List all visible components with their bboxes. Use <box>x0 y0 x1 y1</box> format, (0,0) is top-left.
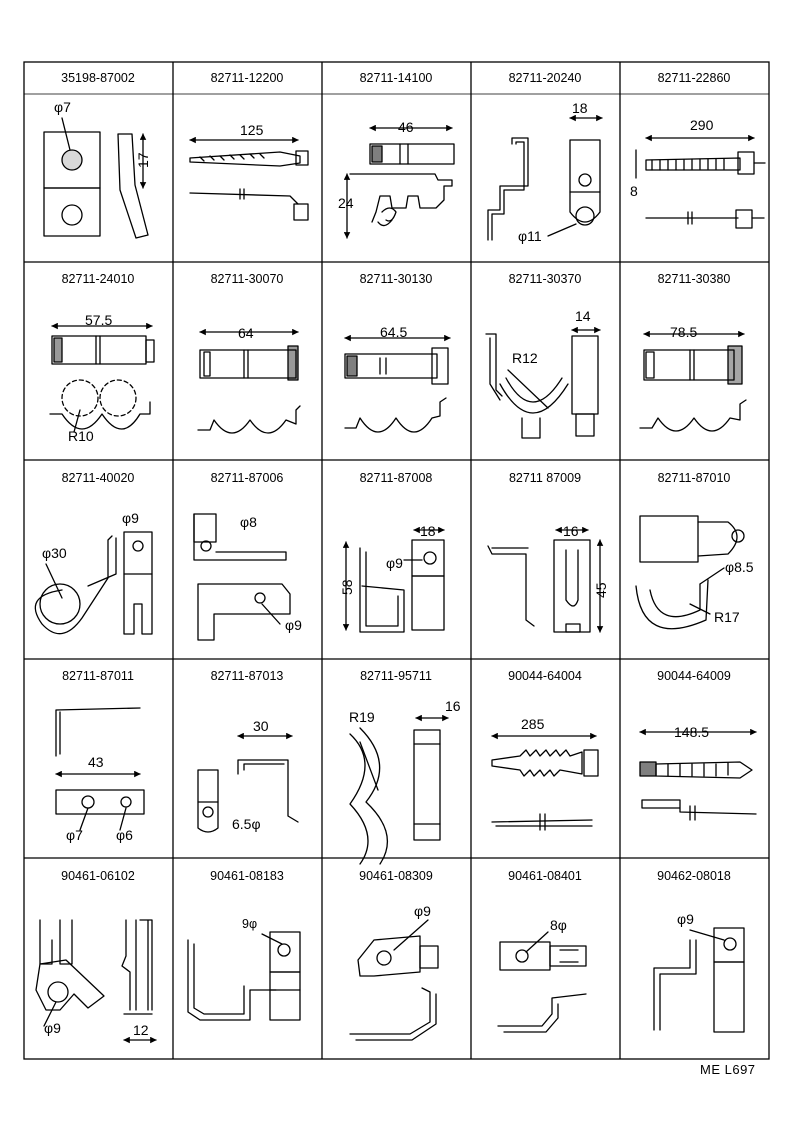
part-drawing <box>197 328 301 434</box>
part-drawing <box>189 136 309 221</box>
part-number: 82711-24010 <box>62 272 135 286</box>
part-number: 82711 87009 <box>509 471 581 485</box>
part-drawing <box>35 919 157 1044</box>
dimension-label: R17 <box>714 609 740 625</box>
part-drawing <box>349 714 449 865</box>
part-drawing <box>485 326 601 439</box>
dimension-label: 8φ <box>550 917 567 933</box>
part-drawing <box>343 124 455 239</box>
dimension-label: 9φ <box>242 917 257 931</box>
dimension-label: 290 <box>690 117 714 133</box>
part-drawing <box>43 117 149 239</box>
part-number: 90044-64009 <box>657 669 731 683</box>
dimension-label: 64 <box>238 325 254 341</box>
part-number: 82711-30380 <box>658 272 731 286</box>
part-number: 90461-08401 <box>508 869 582 883</box>
part-number: 90461-08183 <box>210 869 284 883</box>
parts-grid <box>23 61 770 1060</box>
dimension-label: φ9 <box>386 555 403 571</box>
dimension-label: 18 <box>572 100 588 116</box>
part-number: 90461-08309 <box>359 869 433 883</box>
part-drawing <box>653 927 745 1033</box>
part-drawing <box>639 330 747 432</box>
dimension-label: φ30 <box>42 545 67 561</box>
part-illustrations <box>34 114 766 1044</box>
dimension-label: R12 <box>512 350 538 366</box>
part-number: 82711-30370 <box>509 272 582 286</box>
part-drawing <box>193 513 291 641</box>
part-drawing <box>34 531 153 635</box>
part-drawing <box>635 515 745 630</box>
dimension-label: 18 <box>420 523 436 539</box>
part-drawing <box>344 334 451 433</box>
dimension-label: R10 <box>68 428 94 444</box>
part-number: 82711-20240 <box>509 71 582 85</box>
dimension-label: 46 <box>398 119 414 135</box>
part-drawing <box>49 322 155 433</box>
dimension-label: R19 <box>349 709 375 725</box>
part-number: 82711-87011 <box>62 669 134 683</box>
dimension-label: φ11 <box>518 228 542 244</box>
part-number: 90462-08018 <box>657 869 731 883</box>
part-number: 82711-87008 <box>360 471 433 485</box>
part-drawing <box>197 732 299 833</box>
dimension-labels: φ7 17 125 46 24 18 φ11 290 8 57.5 R10 64… <box>42 99 754 1038</box>
part-number: 82711-95711 <box>360 669 432 683</box>
part-number: 82711-12200 <box>211 71 284 85</box>
dimension-label: 8 <box>630 183 638 199</box>
dimension-label: 24 <box>338 195 354 211</box>
dimension-label: 285 <box>521 716 545 732</box>
dimension-label: 12 <box>133 1022 149 1038</box>
part-drawing <box>491 732 599 831</box>
part-drawing <box>187 931 301 1021</box>
dimension-label: φ9 <box>285 617 302 633</box>
part-number: 82711-14100 <box>360 71 433 85</box>
part-drawing <box>497 931 587 1033</box>
part-drawing <box>487 114 603 241</box>
part-drawing <box>55 707 145 831</box>
part-drawing <box>487 526 604 633</box>
dimension-label: φ9 <box>44 1020 61 1036</box>
dimension-label: 125 <box>240 122 264 138</box>
dimension-label: 16 <box>445 698 461 714</box>
part-number: 35198-87002 <box>61 71 135 85</box>
dimension-label: φ8.5 <box>725 559 754 575</box>
part-number: 90461-06102 <box>61 869 135 883</box>
dimension-label: φ9 <box>122 510 139 526</box>
dimension-label: φ7 <box>54 99 71 115</box>
part-number: 82711-22860 <box>658 71 731 85</box>
part-number: 82711-30130 <box>360 272 433 286</box>
part-number: 82711-87013 <box>211 669 284 683</box>
part-number: 82711-30070 <box>211 272 284 286</box>
dimension-label: φ7 <box>66 827 83 843</box>
part-number: 82711-87006 <box>211 471 284 485</box>
dimension-label: 45 <box>593 582 609 598</box>
dimension-label: 43 <box>88 754 104 770</box>
dimension-label: 30 <box>253 718 269 734</box>
part-drawing <box>349 919 439 1041</box>
part-number: 82711-87010 <box>658 471 731 485</box>
part-number-labels: 35198-87002 82711-12200 82711-14100 8271… <box>61 71 731 883</box>
dimension-label: φ8 <box>240 514 257 530</box>
drawing-reference: ME L697 <box>700 1062 756 1077</box>
part-drawing <box>635 134 766 229</box>
dimension-label: 58 <box>339 579 355 595</box>
dimension-label: 14 <box>575 308 591 324</box>
part-drawing <box>639 728 757 821</box>
part-number: 82711-40020 <box>62 471 135 485</box>
dimension-label: φ9 <box>677 911 694 927</box>
dimension-label: φ9 <box>414 903 431 919</box>
part-number: 90044-64004 <box>508 669 582 683</box>
part-drawing <box>342 526 445 633</box>
dimension-label: 16 <box>563 523 579 539</box>
dimension-label: φ6 <box>116 827 133 843</box>
dimension-label: 6.5φ <box>232 816 261 832</box>
dimension-label: 78.5 <box>670 324 697 340</box>
